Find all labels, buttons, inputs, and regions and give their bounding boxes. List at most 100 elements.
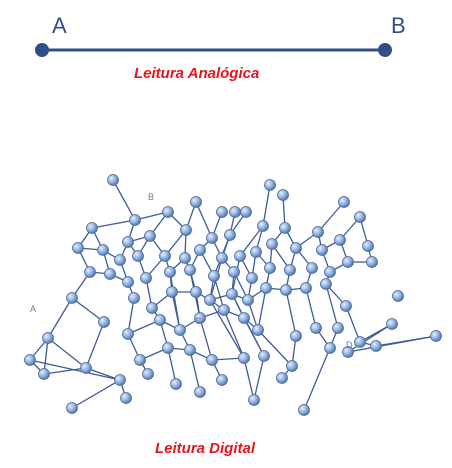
network-node xyxy=(362,240,374,252)
network-edge xyxy=(257,287,267,331)
network-node xyxy=(392,290,404,302)
network-node xyxy=(366,256,378,268)
network-edge xyxy=(213,275,225,311)
network-edge xyxy=(29,359,121,381)
network-node xyxy=(184,264,196,276)
network-node xyxy=(324,266,336,278)
network-node xyxy=(252,324,264,336)
network-node xyxy=(174,324,186,336)
network-node xyxy=(66,292,78,304)
network-edge xyxy=(305,287,317,329)
node-label-c: C xyxy=(195,316,202,326)
network-edge xyxy=(199,317,213,361)
network-node xyxy=(298,404,310,416)
network-node xyxy=(216,374,228,386)
network-edge xyxy=(347,335,437,353)
network-node xyxy=(114,374,126,386)
network-edge xyxy=(317,201,345,233)
network-node xyxy=(264,262,276,274)
network-node xyxy=(340,300,352,312)
analog-start-point xyxy=(35,43,49,57)
network-node xyxy=(42,332,54,344)
network-edge xyxy=(47,337,87,369)
network-node xyxy=(162,206,174,218)
network-edge xyxy=(223,309,245,359)
network-node xyxy=(86,222,98,234)
network-node xyxy=(240,206,252,218)
network-node xyxy=(97,244,109,256)
network-node xyxy=(234,250,246,262)
network-edge xyxy=(262,184,271,227)
network-node xyxy=(120,392,132,404)
network-node xyxy=(260,282,272,294)
network-node xyxy=(320,278,332,290)
network-edge xyxy=(347,323,393,353)
network-edge xyxy=(253,355,265,401)
network-node xyxy=(159,250,171,262)
network-node xyxy=(342,346,354,358)
network-node xyxy=(342,256,354,268)
network-node xyxy=(370,340,382,352)
network-node xyxy=(206,232,218,244)
node-label-b: B xyxy=(148,192,154,202)
network-node xyxy=(354,211,366,223)
network-node xyxy=(140,272,152,284)
network-node xyxy=(184,344,196,356)
digital-network-diagram: B A C D xyxy=(24,174,442,416)
network-node xyxy=(386,318,398,330)
network-node xyxy=(248,394,260,406)
network-node xyxy=(266,238,278,250)
network-edge xyxy=(167,347,177,385)
network-node xyxy=(264,179,276,191)
network-node xyxy=(128,292,140,304)
network-node xyxy=(332,322,344,334)
network-node xyxy=(104,268,116,280)
network-node xyxy=(170,378,182,390)
network-edge xyxy=(127,297,135,335)
network-edge xyxy=(189,349,201,393)
network-node xyxy=(164,266,176,278)
network-node xyxy=(316,244,328,256)
network-node xyxy=(24,354,36,366)
network-node xyxy=(216,206,228,218)
network-node xyxy=(216,252,228,264)
network-node xyxy=(226,288,238,300)
network-edge xyxy=(85,321,105,369)
network-edge xyxy=(285,289,297,337)
network-edge xyxy=(43,367,87,375)
network-node xyxy=(166,286,178,298)
network-node xyxy=(134,354,146,366)
network-node xyxy=(208,270,220,282)
network-node xyxy=(284,264,296,276)
analog-caption: Leitura Analógica xyxy=(134,65,260,82)
network-edge xyxy=(91,219,136,229)
digital-caption: Leitura Digital xyxy=(155,440,256,457)
network-node xyxy=(276,372,288,384)
network-edge xyxy=(209,299,245,359)
network-node xyxy=(312,226,324,238)
network-node xyxy=(84,266,96,278)
network-node xyxy=(306,262,318,274)
network-node xyxy=(430,330,442,342)
network-node xyxy=(206,354,218,366)
network-node xyxy=(246,272,258,284)
node-label-d: D xyxy=(346,340,353,350)
network-node xyxy=(277,189,289,201)
network-node xyxy=(310,322,322,334)
network-node xyxy=(334,234,346,246)
network-edge xyxy=(43,337,49,375)
network-node xyxy=(80,362,92,374)
network-node xyxy=(114,254,126,266)
network-node xyxy=(180,224,192,236)
network-node xyxy=(142,368,154,380)
network-node xyxy=(290,330,302,342)
network-node xyxy=(72,242,84,254)
network-edge xyxy=(85,367,121,381)
network-node xyxy=(190,286,202,298)
network-node xyxy=(280,284,292,296)
network-node xyxy=(204,294,216,306)
network-node xyxy=(122,236,134,248)
network-nodes xyxy=(24,174,442,416)
network-node xyxy=(146,302,158,314)
